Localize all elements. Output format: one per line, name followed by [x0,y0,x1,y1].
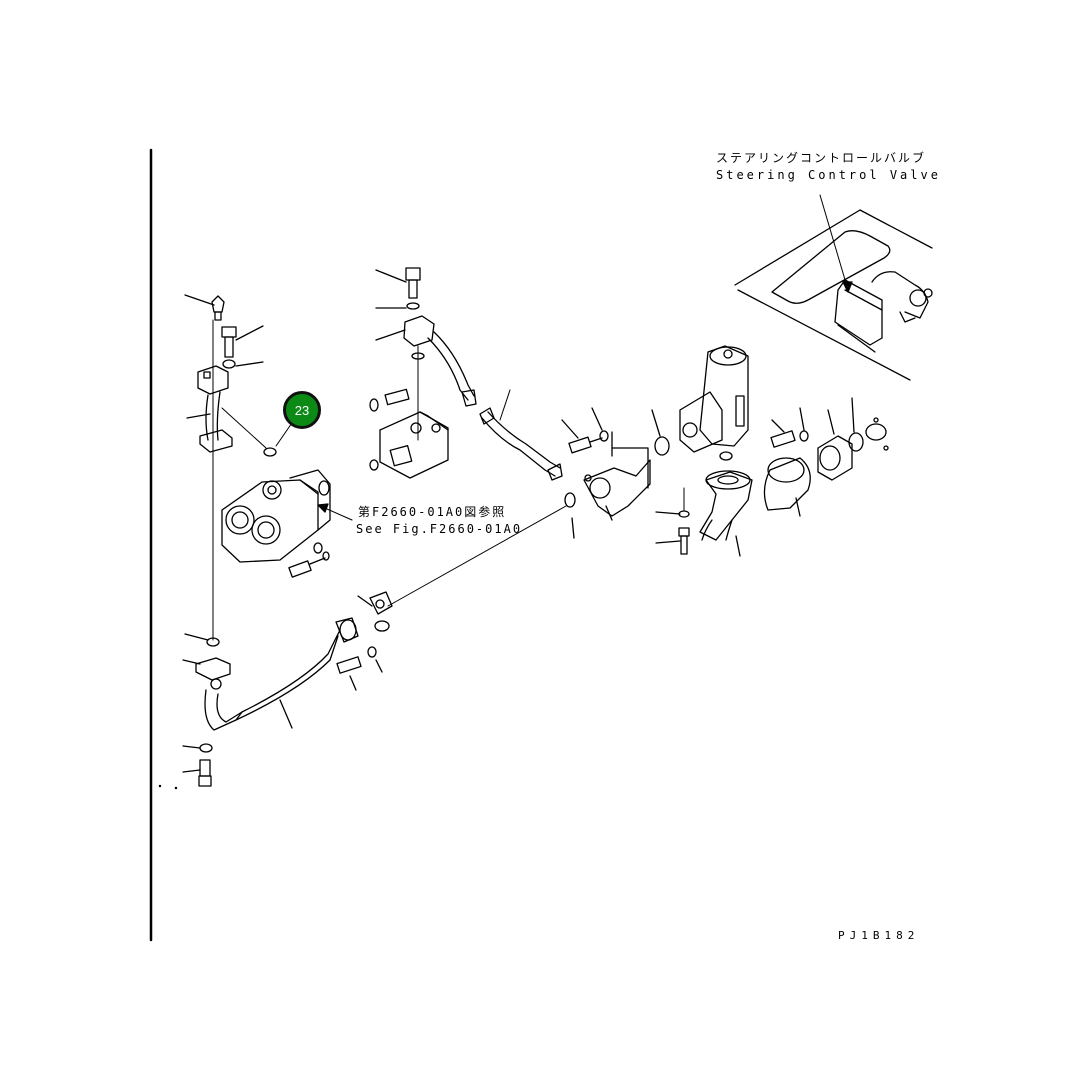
tower-fitting [679,345,749,453]
bolt-group-mid [561,407,609,454]
upper-pump-drawing [369,267,477,479]
right-flange-group [763,397,889,517]
pump-drawing [221,469,331,578]
lower-elbow-right [655,451,753,557]
steering-valve-label-jp: ステアリングコントロールバルブ [716,151,927,165]
part-callout-number: 23 [294,402,310,418]
stray-dot-2 [174,786,178,790]
figure-reference-en: See Fig.F2660-01A0 [356,522,523,536]
elbow-flange-mid [583,409,670,521]
steering-valve-label-en: Steering Control Valve [716,168,941,182]
stray-dot [158,784,162,788]
hose-drawing [479,389,563,481]
steering-control-valve-drawing [734,194,933,381]
left-pipe-assembly [184,294,295,647]
lower-pipe-assembly [182,591,393,787]
figure-reference-jp: 第F2660-01A0図参照 [358,505,507,519]
part-callout-23[interactable]: 23 [283,391,321,429]
drawing-code: PJ1B182 [838,929,920,942]
